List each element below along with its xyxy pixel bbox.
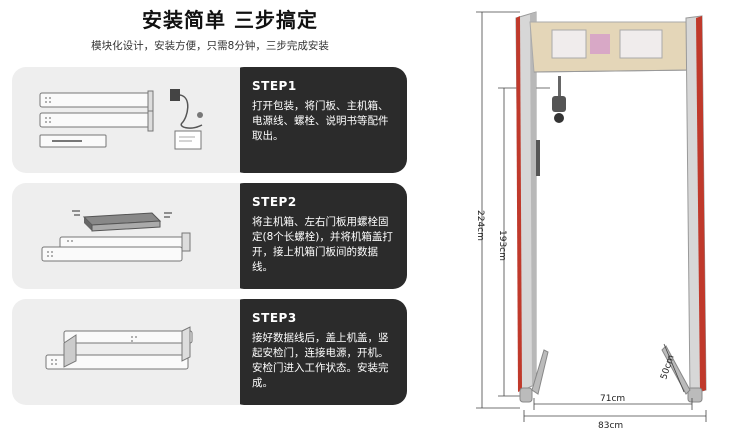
step-card-2: STEP2 将主机箱、左右门板用螺栓固定(8个长螺栓)，并将机箱盖打开，接上机箱… <box>12 183 407 289</box>
step1-desc: 打开包装，将门板、主机箱、电源线、螺栓、说明书等配件取出。 <box>252 100 389 142</box>
total-height-label: 224cm <box>475 210 485 241</box>
step3-illustration <box>12 299 240 405</box>
step2-desc: 将主机箱、左右门板用螺栓固定(8个长螺栓)，并将机箱盖打开，接上机箱门板间的数据… <box>252 216 393 273</box>
step3-label: STEP3 <box>252 311 297 325</box>
inner-width-label: 71cm <box>600 394 625 404</box>
total-width-label: 83cm <box>598 421 623 431</box>
step-card-1: STEP1 打开包装，将门板、主机箱、电源线、螺栓、说明书等配件取出。 <box>12 67 407 173</box>
step1-illustration <box>12 67 240 173</box>
inner-height-label: 193cm <box>497 230 507 261</box>
step2-text: STEP2 将主机箱、左右门板用螺栓固定(8个长螺栓)，并将机箱盖打开，接上机箱… <box>230 183 407 289</box>
metal-detector-illustration: 224cm 193cm 50cm <box>440 0 738 442</box>
step-card-3: STEP3 接好数据线后，盖上机盖，竖起安检门，连接电源，开机。安检门进入工作状… <box>12 299 407 405</box>
page-subtitle: 模块化设计，安装方便，只需8分钟，三步完成安装 <box>91 40 329 52</box>
step1-text: STEP1 打开包装，将门板、主机箱、电源线、螺栓、说明书等配件取出。 <box>230 67 407 173</box>
step2-label: STEP2 <box>252 195 297 209</box>
step1-label: STEP1 <box>252 79 297 93</box>
page-title: 安装简单 三步搞定 <box>142 8 318 32</box>
step3-text: STEP3 接好数据线后，盖上机盖，竖起安检门，连接电源，开机。安检门进入工作状… <box>230 299 407 405</box>
step2-illustration <box>12 183 240 289</box>
step3-desc: 接好数据线后，盖上机盖，竖起安检门，连接电源，开机。安检门进入工作状态。安装完成… <box>252 332 389 389</box>
